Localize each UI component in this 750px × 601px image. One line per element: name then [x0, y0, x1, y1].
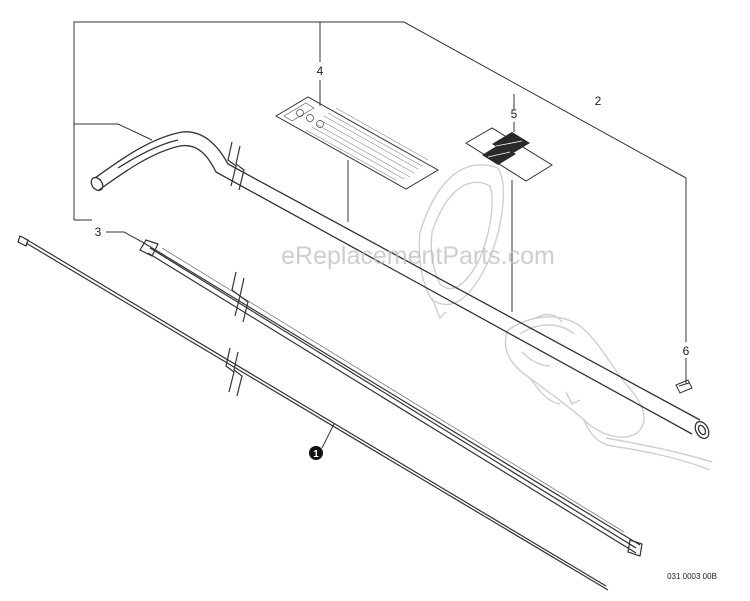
tube-break-mark — [227, 141, 245, 191]
engine-housing-ghost — [418, 164, 713, 471]
tube-clip — [675, 379, 693, 394]
callout-2: 2 — [595, 94, 602, 108]
callout-4: 4 — [317, 64, 324, 78]
callout-1-badge: 1 — [309, 446, 323, 460]
callout-3: 3 — [95, 225, 102, 239]
echo-logo-label — [465, 127, 553, 182]
shaft-liner — [139, 239, 643, 557]
drive-shaft-tube — [90, 131, 710, 440]
drive-cable — [17, 235, 609, 591]
cable-break-mark — [225, 347, 243, 397]
liner-break-mark — [231, 271, 249, 323]
callout-1: 1 — [313, 449, 319, 460]
leader-lines — [73, 21, 687, 449]
callout-6: 6 — [683, 344, 690, 358]
watermark-text: eReplacementParts.com — [281, 242, 555, 270]
drawing-code: 031 0003 00B — [667, 572, 717, 581]
callout-5: 5 — [511, 107, 518, 121]
warning-label — [275, 96, 439, 190]
